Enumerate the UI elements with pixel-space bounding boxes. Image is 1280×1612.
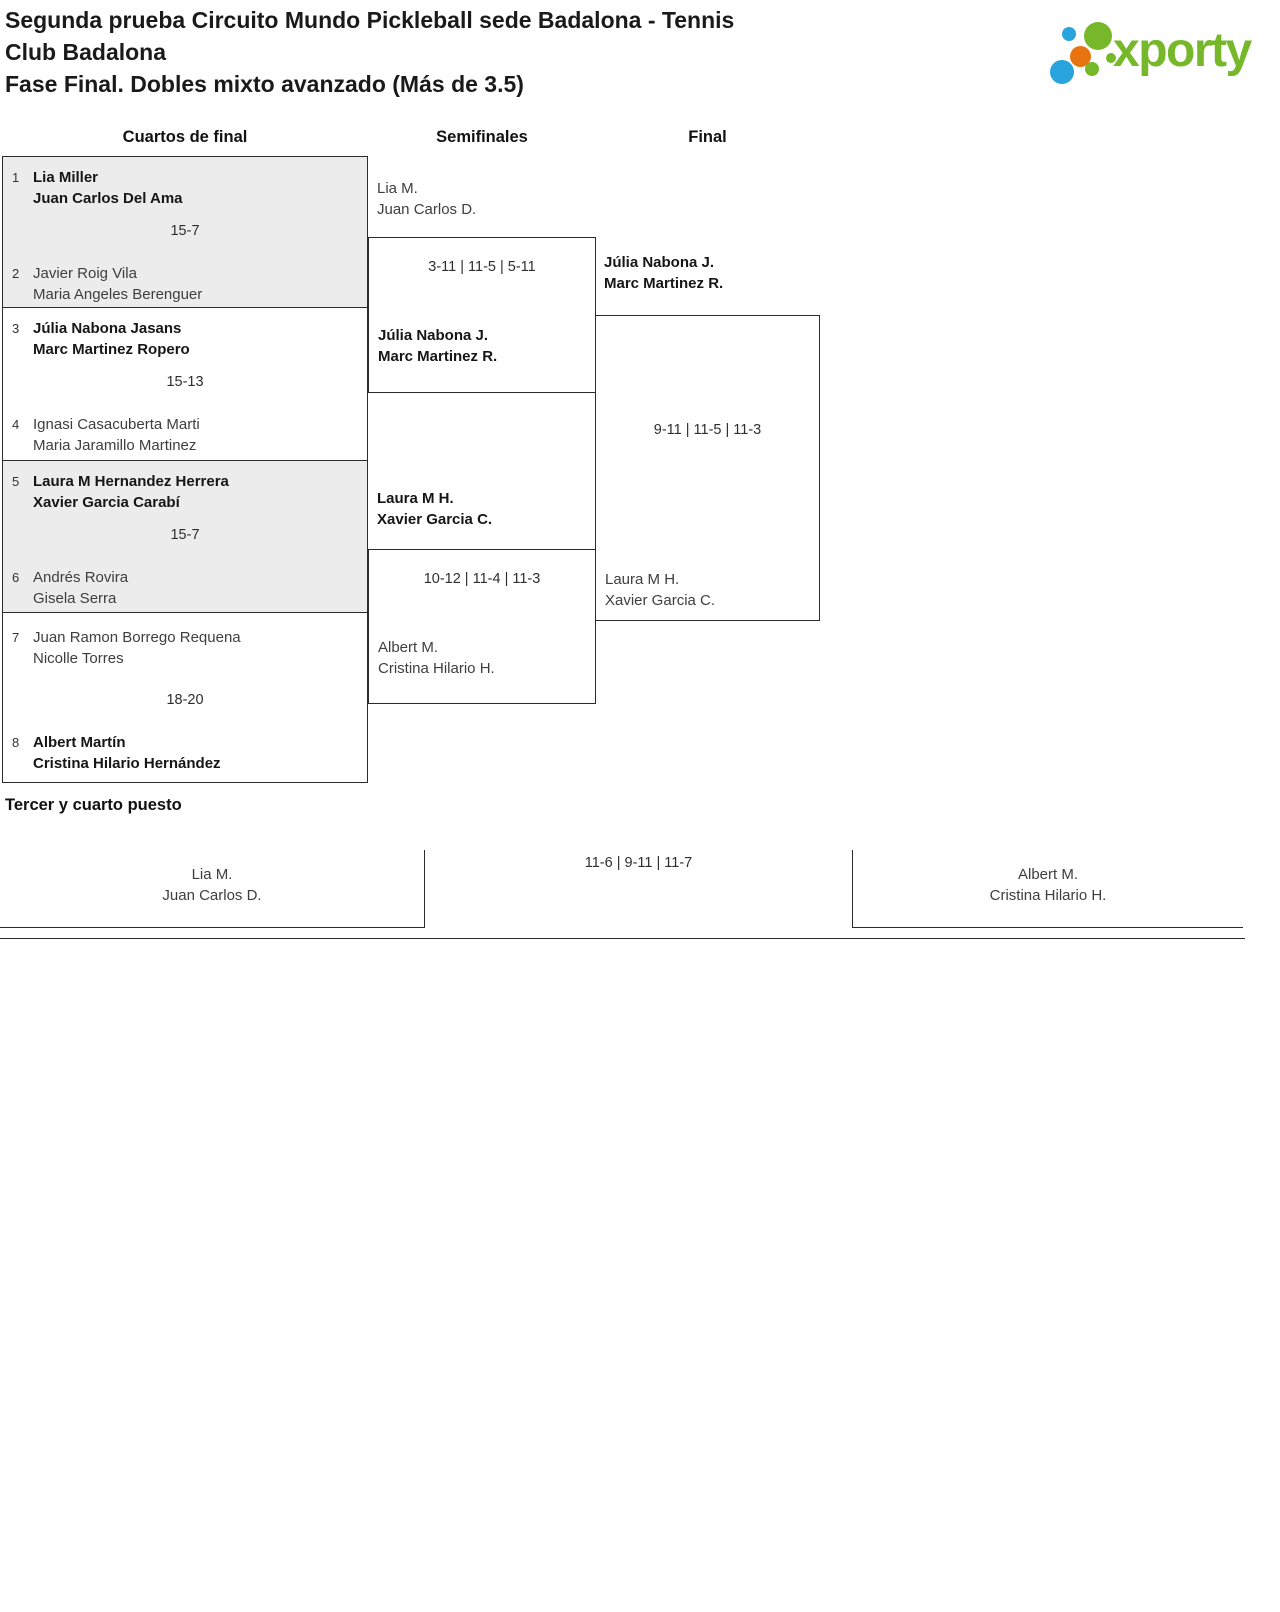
logo-wordmark: xporty: [1113, 24, 1252, 77]
quarterfinal-match-2: 3 Júlia Nabona Jasans Marc Martinez Rope…: [3, 308, 367, 461]
player-name: Júlia Nabona J.: [604, 254, 715, 271]
quarterfinal-match-3: 5 Laura M Hernandez Herrera Xavier Garci…: [3, 461, 367, 613]
player-name: Marc Martinez R.: [604, 275, 724, 292]
player-name: Cristina Hilario H.: [378, 660, 495, 677]
logo-dot-green-small-icon: [1085, 62, 1099, 76]
team-names: Javier Roig Vila Maria Angeles Berenguer: [33, 263, 202, 305]
logo-dot-orange-icon: [1070, 46, 1091, 67]
seed-number: 8: [12, 735, 20, 750]
semifinal-2-box: 10-12 | 11-4 | 11-3 Albert M. Cristina H…: [368, 549, 596, 704]
seed-number: 5: [12, 474, 20, 489]
player-name: Lia Miller: [33, 169, 99, 186]
final-box: 9-11 | 11-5 | 11-3 Laura M H. Xavier Gar…: [595, 315, 820, 621]
final-bottom-team: Laura M H. Xavier Garcia C.: [605, 569, 715, 611]
round-header-final: Final: [688, 128, 727, 146]
section-bottom-divider: [0, 938, 1245, 939]
player-name: Albert M.: [378, 639, 439, 656]
quarterfinal-match-1: 1 Lia Miller Juan Carlos Del Ama 15-7 2 …: [3, 157, 367, 308]
player-name: Lia M.: [377, 180, 418, 197]
phase-subtitle: Fase Final. Dobles mixto avanzado (Más d…: [5, 71, 524, 97]
team-names: Ignasi Casacuberta Marti Maria Jaramillo…: [33, 414, 200, 456]
player-name: Juan Carlos D.: [377, 201, 477, 218]
player-name: Xavier Garcia Carabí: [33, 494, 180, 511]
team-names: Lia Miller Juan Carlos Del Ama: [33, 167, 183, 209]
seed-number: 2: [12, 266, 20, 281]
xporty-logo: xporty: [1040, 12, 1280, 92]
player-name: Juan Carlos D.: [162, 887, 262, 904]
match-score: 18-20: [166, 692, 204, 708]
player-name: Javier Roig Vila: [33, 265, 137, 282]
team-names: Juan Ramon Borrego Requena Nicolle Torre…: [33, 627, 241, 669]
player-name: Laura M Hernandez Herrera: [33, 473, 229, 490]
player-name: Cristina Hilario H.: [989, 887, 1107, 904]
player-name: Maria Jaramillo Martinez: [33, 437, 197, 454]
match-score: 15-7: [170, 527, 200, 543]
page-title: Segunda prueba Circuito Mundo Pickleball…: [5, 4, 885, 100]
final-top-team: Júlia Nabona J. Marc Martinez R.: [604, 252, 723, 294]
team-names: Laura M Hernandez Herrera Xavier Garcia …: [33, 471, 229, 513]
seed-number: 1: [12, 170, 20, 185]
match-score: 9-11 | 11-5 | 11-3: [653, 422, 762, 438]
team-names: Albert Martín Cristina Hilario Hernández: [33, 732, 221, 774]
round-header-quarterfinals: Cuartos de final: [122, 128, 248, 146]
semifinal-2-bottom-team: Albert M. Cristina Hilario H.: [378, 637, 495, 679]
player-name: Júlia Nabona J.: [378, 327, 489, 344]
player-name: Marc Martinez Ropero: [33, 341, 190, 358]
seed-number: 7: [12, 630, 20, 645]
player-name: Xavier Garcia C.: [377, 511, 493, 528]
player-name: Maria Angeles Berenguer: [33, 286, 203, 303]
semifinal-1-bottom-team: Júlia Nabona J. Marc Martinez R.: [378, 325, 497, 367]
third-place-left-team: Lia M. Juan Carlos D.: [0, 850, 425, 928]
logo-dot-green-large-icon: [1084, 22, 1112, 50]
semifinal-2-top-team: Laura M H. Xavier Garcia C.: [377, 488, 492, 530]
round-header-semifinals: Semifinales: [436, 128, 528, 146]
team-names: Júlia Nabona Jasans Marc Martinez Ropero: [33, 318, 190, 360]
player-name: Ignasi Casacuberta Marti: [33, 416, 200, 433]
player-name: Nicolle Torres: [33, 650, 124, 667]
match-score: 10-12 | 11-4 | 11-3: [423, 571, 541, 587]
logo-dot-blue-small-icon: [1062, 27, 1076, 41]
player-name: Andrés Rovira: [33, 569, 129, 586]
title-line-1: Segunda prueba Circuito Mundo Pickleball…: [5, 7, 735, 33]
third-place-right-team: Albert M. Cristina Hilario H.: [852, 850, 1243, 928]
title-line-2: Club Badalona: [5, 39, 167, 65]
seed-number: 4: [12, 417, 20, 432]
match-score: 15-7: [170, 223, 200, 239]
logo-dot-blue-large-icon: [1050, 60, 1074, 84]
player-name: Gisela Serra: [33, 590, 117, 607]
seed-number: 6: [12, 570, 20, 585]
third-place-heading: Tercer y cuarto puesto: [5, 796, 182, 814]
player-name: Laura M H.: [605, 571, 680, 588]
player-name: Xavier Garcia C.: [605, 592, 716, 609]
semifinal-1-box: 3-11 | 11-5 | 5-11 Júlia Nabona J. Marc …: [368, 237, 596, 393]
team-names: Andrés Rovira Gisela Serra: [33, 567, 128, 609]
match-score: 15-13: [166, 374, 204, 390]
match-score: 3-11 | 11-5 | 5-11: [428, 259, 536, 275]
logo-dot-green-tiny-icon: [1106, 53, 1116, 63]
player-name: Albert M.: [1017, 866, 1078, 883]
player-name: Lia M.: [191, 866, 233, 883]
player-name: Albert Martín: [33, 734, 126, 751]
player-name: Júlia Nabona Jasans: [33, 320, 182, 337]
player-name: Cristina Hilario Hernández: [33, 755, 221, 772]
semifinal-1-top-team: Lia M. Juan Carlos D.: [377, 178, 476, 220]
quarterfinals-column: 1 Lia Miller Juan Carlos Del Ama 15-7 2 …: [2, 156, 368, 783]
player-name: Marc Martinez R.: [378, 348, 498, 365]
seed-number: 3: [12, 321, 20, 336]
player-name: Laura M H.: [377, 490, 454, 507]
player-name: Juan Carlos Del Ama: [33, 190, 183, 207]
quarterfinal-match-4: 7 Juan Ramon Borrego Requena Nicolle Tor…: [3, 613, 367, 779]
third-place-score: 11-6 | 9-11 | 11-7: [584, 855, 693, 871]
player-name: Juan Ramon Borrego Requena: [33, 629, 241, 646]
